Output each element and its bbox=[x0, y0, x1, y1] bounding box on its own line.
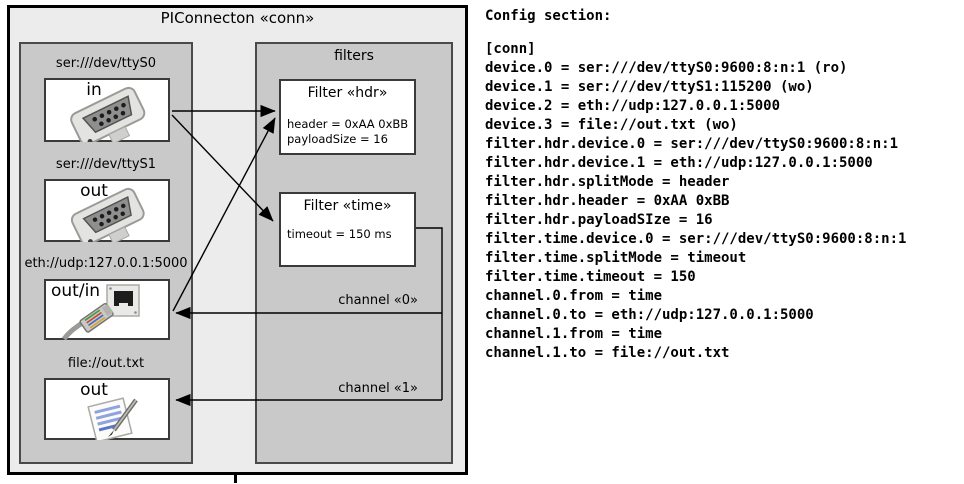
config-line: filter.hdr.device.0 = ser:///dev/ttyS0:9… bbox=[485, 136, 899, 152]
config-line: filter.time.timeout = 150 bbox=[485, 269, 696, 285]
filters-group-title: filters bbox=[334, 48, 374, 64]
config-line: filter.hdr.payloadSIze = 16 bbox=[485, 212, 713, 228]
channel-0-label: channel «0» bbox=[338, 293, 418, 308]
config-line: [conn] bbox=[485, 41, 536, 57]
filter-time-box: Filter «time» timeout = 150 ms bbox=[279, 192, 416, 267]
config-line: channel.1.to = file://out.txt bbox=[485, 345, 730, 361]
config-line: device.0 = ser:///dev/ttyS0:9600:8:n:1 (… bbox=[485, 60, 848, 76]
serial-connector-icon bbox=[60, 187, 160, 246]
config-line: filter.hdr.header = 0xAA 0xBB bbox=[485, 193, 730, 209]
notepad-icon bbox=[84, 396, 146, 444]
config-line: device.3 = file://out.txt (wo) bbox=[485, 117, 738, 133]
device-box-eth: out/in bbox=[44, 279, 170, 341]
filter-title: Filter «hdr» bbox=[307, 85, 388, 101]
serial-connector-icon bbox=[60, 86, 160, 146]
config-panel: Config section: [conn] device.0 = ser://… bbox=[485, 0, 960, 363]
config-line: channel.0.to = eth://udp:127.0.0.1:5000 bbox=[485, 307, 814, 323]
device-uri-label: ser:///dev/ttyS0 bbox=[55, 56, 157, 71]
device-direction-label: out/in bbox=[51, 281, 101, 301]
device-uri-label: ser:///dev/ttyS1 bbox=[55, 157, 157, 172]
ethernet-cable-icon bbox=[58, 301, 124, 345]
config-line: device.1 = ser:///dev/ttyS1:115200 (wo) bbox=[485, 79, 814, 95]
filter-attribute: timeout = 150 ms bbox=[287, 227, 392, 241]
config-line: filter.time.splitMode = timeout bbox=[485, 250, 747, 266]
device-uri-label: eth://udp:127.0.0.1:5000 bbox=[24, 256, 188, 271]
device-box-file: out bbox=[44, 378, 170, 443]
bottom-tick bbox=[234, 473, 237, 483]
device-direction-label: out bbox=[80, 380, 108, 400]
config-heading: Config section: bbox=[485, 8, 612, 24]
filter-title: Filter «time» bbox=[303, 198, 392, 214]
device-direction-label: in bbox=[86, 80, 102, 100]
config-line: filter.hdr.splitMode = header bbox=[485, 174, 730, 190]
filter-attribute: header = 0xAA 0xBB bbox=[287, 117, 409, 131]
filter-attribute: payloadSize = 16 bbox=[287, 132, 388, 146]
config-line: device.2 = eth://udp:127.0.0.1:5000 bbox=[485, 98, 781, 114]
filter-hdr-box: Filter «hdr» header = 0xAA 0xBB payloadS… bbox=[279, 79, 416, 155]
config-line: channel.0.from = time bbox=[485, 288, 663, 304]
config-line: filter.time.device.0 = ser:///dev/ttyS0:… bbox=[485, 231, 907, 247]
config-line: filter.hdr.device.1 = eth://udp:127.0.0.… bbox=[485, 155, 873, 171]
config-line: channel.1.from = time bbox=[485, 326, 663, 342]
device-uri-label: file://out.txt bbox=[67, 356, 145, 371]
device-direction-label: out bbox=[80, 181, 108, 201]
device-box-ttyS0: in bbox=[44, 78, 170, 146]
channel-1-label: channel «1» bbox=[338, 381, 418, 396]
component-title: PIConnecton «conn» bbox=[160, 9, 315, 27]
device-box-ttyS1: out bbox=[44, 179, 170, 246]
config-lines: [conn] device.0 = ser:///dev/ttyS0:9600:… bbox=[485, 40, 960, 363]
